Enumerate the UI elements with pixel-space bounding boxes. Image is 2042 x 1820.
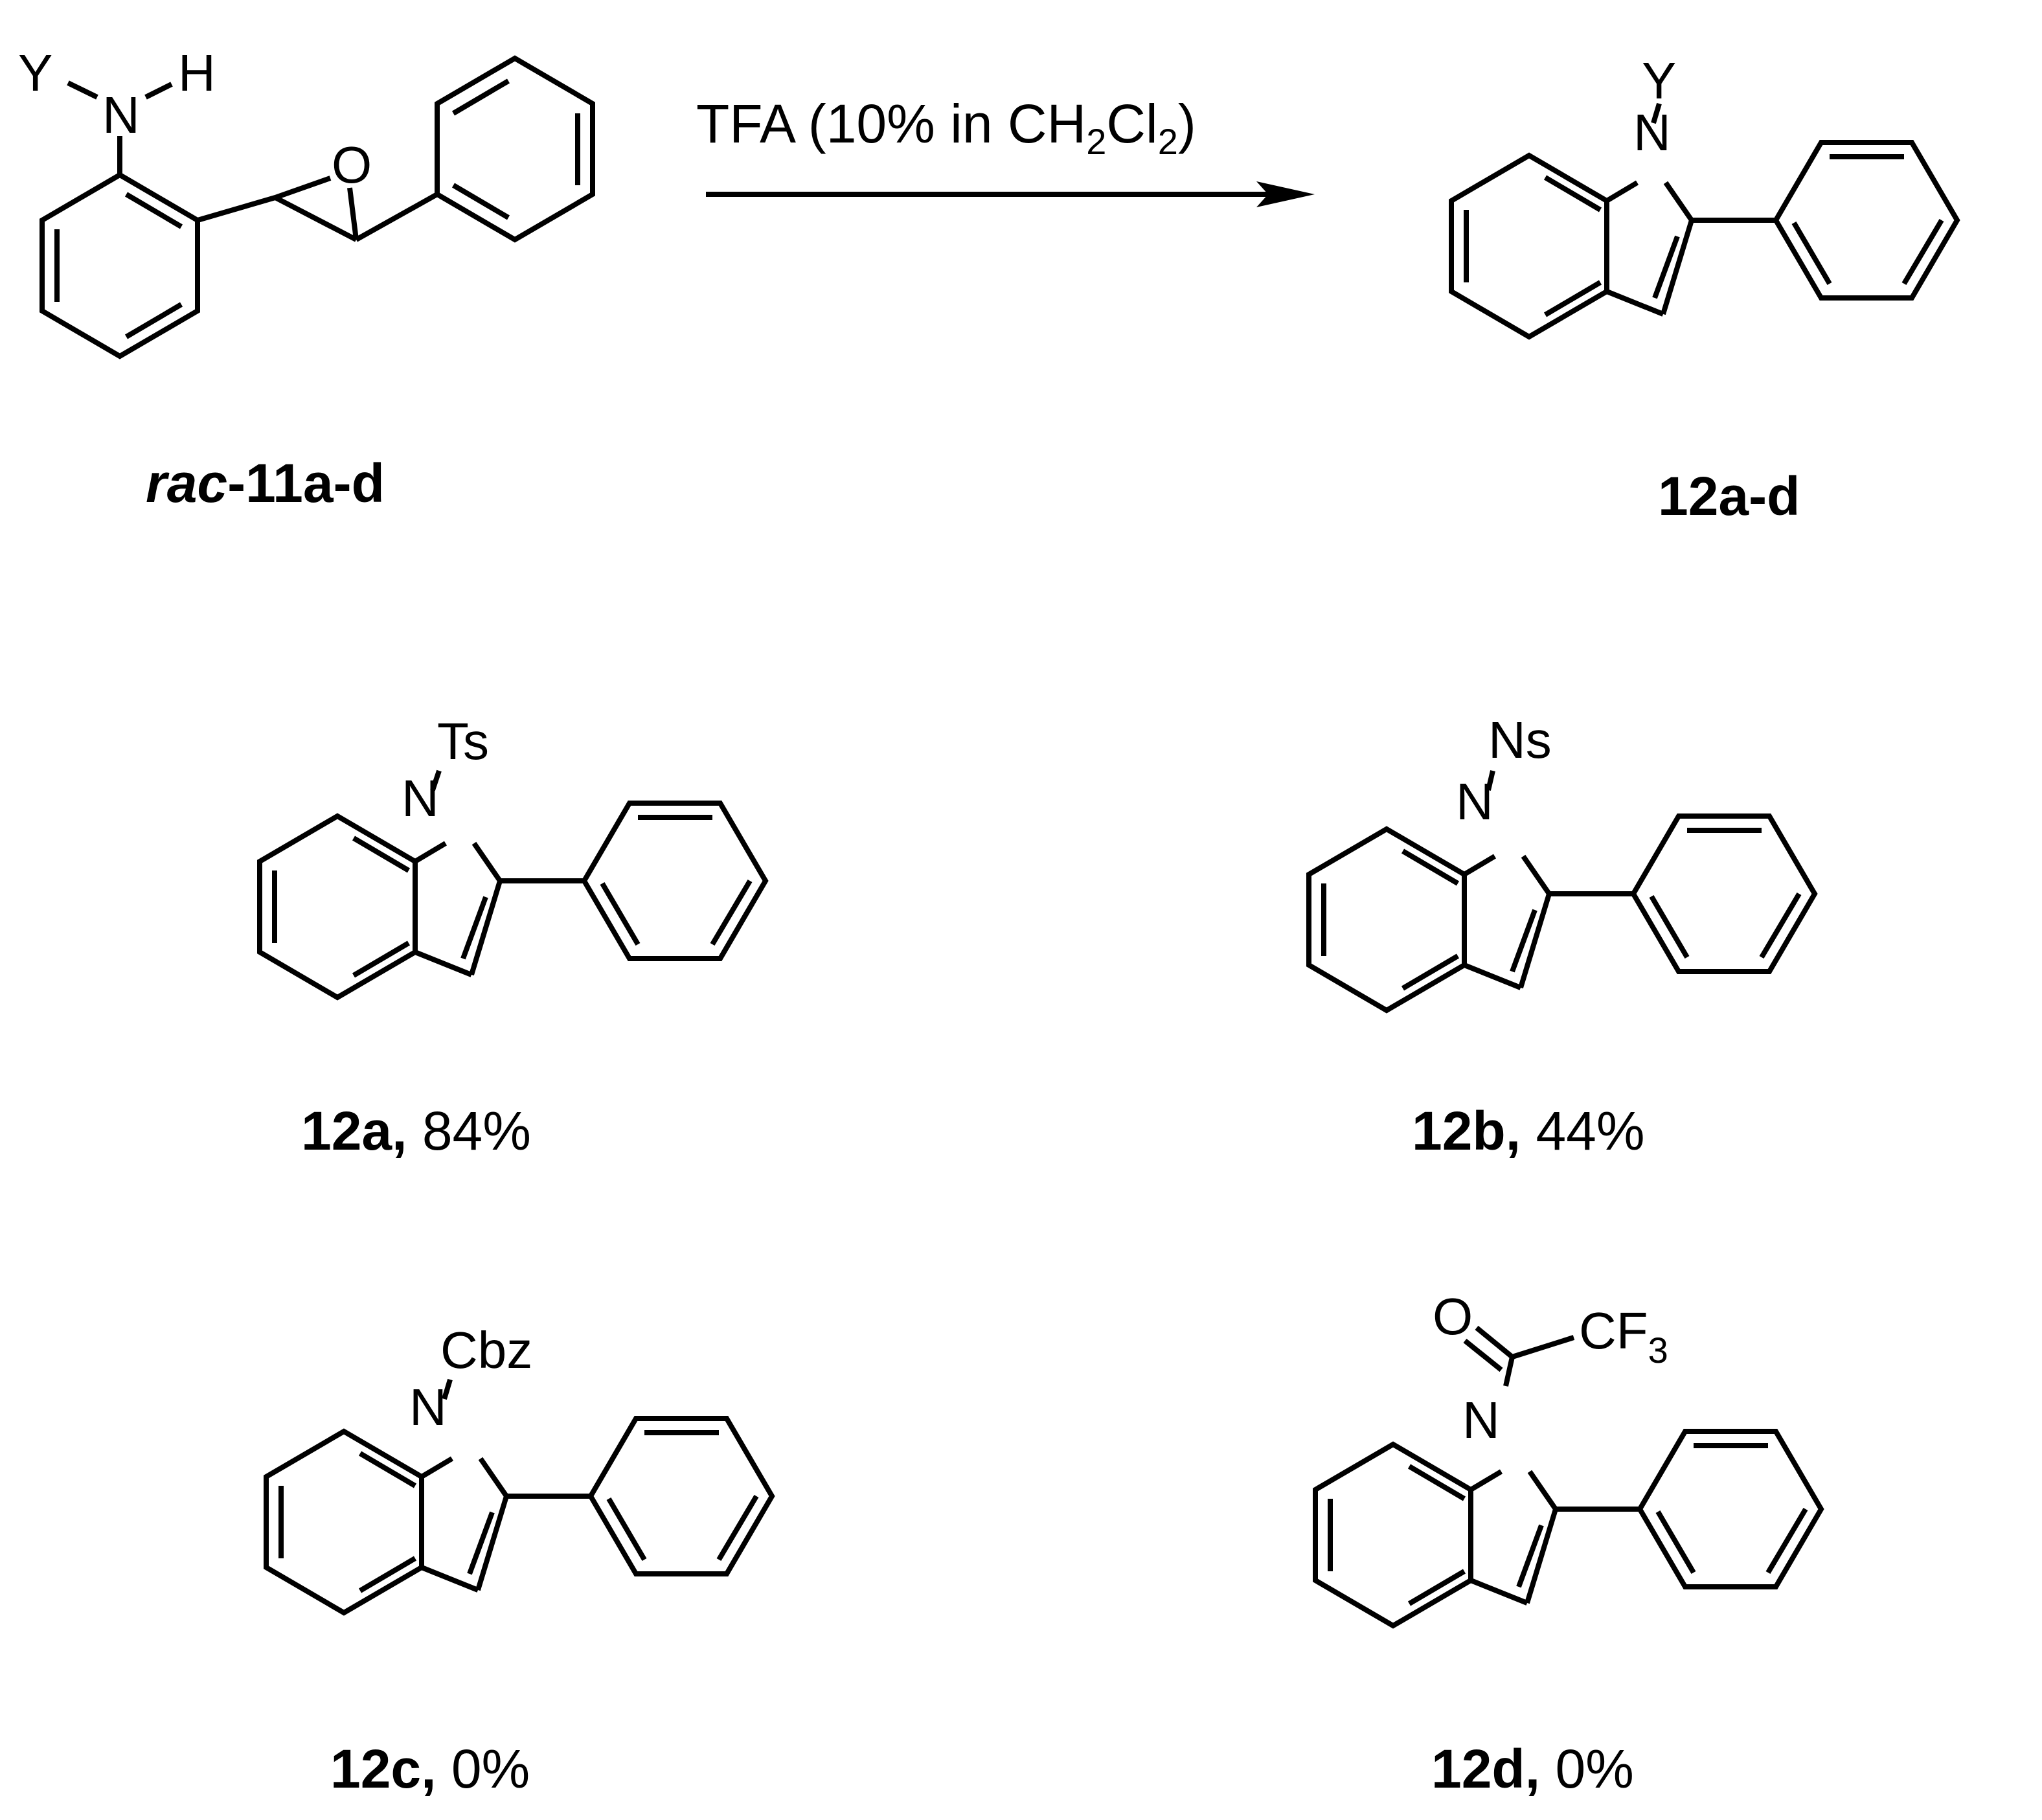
reactant-phenyl-ring bbox=[435, 55, 595, 243]
product-12c-substituent: Cbz bbox=[440, 1321, 532, 1379]
product-12a-atom-n: N bbox=[402, 769, 439, 827]
product-12a-label: 12a, 84% bbox=[301, 1100, 531, 1161]
product-12d-substituent: CF3 bbox=[1579, 1302, 1668, 1371]
reaction-arrow bbox=[706, 181, 1315, 207]
product-12d-structure: N O CF3 bbox=[1315, 1288, 1821, 1626]
product-12b-atom-n: N bbox=[1456, 773, 1493, 830]
reactant-atom-h: H bbox=[178, 44, 216, 102]
product-12d-atom-n: N bbox=[1462, 1391, 1500, 1449]
product-general-label: 12a-d bbox=[1658, 466, 1800, 527]
product-12b-label: 12b, 44% bbox=[1412, 1100, 1645, 1161]
reaction-conditions: TFA (10% in CH2Cl2) bbox=[696, 93, 1196, 162]
product-general-atom-y: Y bbox=[1642, 52, 1676, 109]
product-12b-substituent: Ns bbox=[1488, 711, 1552, 769]
product-12d-label: 12d, 0% bbox=[1431, 1738, 1634, 1799]
reactant-epoxide-cc-bond bbox=[274, 195, 357, 242]
product-12c-structure: N Cbz bbox=[266, 1321, 772, 1613]
product-12c-atom-n: N bbox=[409, 1378, 447, 1436]
product-12b-structure: N Ns bbox=[1309, 711, 1815, 1010]
product-12a-structure: N Ts bbox=[260, 712, 766, 997]
product-general-structure: N Y bbox=[1451, 52, 1957, 337]
reactant-atom-y: Y bbox=[18, 44, 52, 102]
product-12d-carbonyl-o: O bbox=[1433, 1288, 1473, 1345]
product-12c-label: 12c, 0% bbox=[330, 1738, 530, 1799]
product-12a-substituent: Ts bbox=[437, 712, 489, 770]
reactant-aniline-ring bbox=[40, 172, 200, 359]
product-general-atom-n: N bbox=[1633, 104, 1671, 161]
reactant-atom-o: O bbox=[332, 136, 372, 194]
reactant-aryl-epoxide-bond bbox=[196, 195, 277, 223]
reactant-atom-n: N bbox=[102, 86, 140, 144]
reactant-label: rac-11a-d bbox=[146, 453, 385, 514]
reactant-structure: Y N H O bbox=[18, 44, 595, 359]
